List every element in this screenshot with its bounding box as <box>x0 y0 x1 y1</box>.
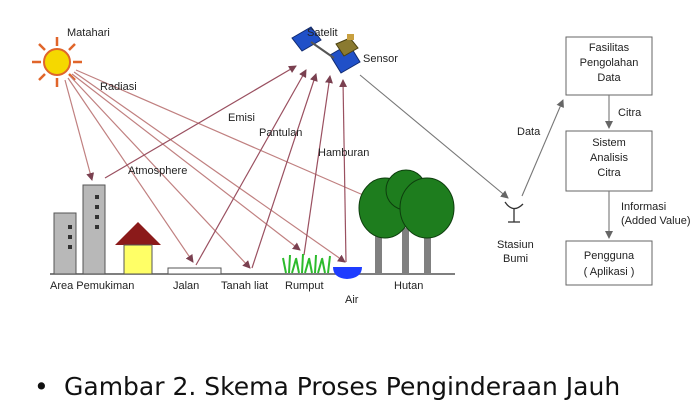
analysis-label-1: Sistem <box>592 137 626 149</box>
grass-label: Rumput <box>285 280 324 292</box>
user-label-1: Pengguna <box>584 250 635 262</box>
caption-text: Gambar 2. Skema Proses Penginderaan Jauh <box>64 372 621 401</box>
return-rays <box>104 65 348 269</box>
ground-station-label-2: Bumi <box>503 253 528 265</box>
water-icon <box>333 267 362 279</box>
reflection-label: Pantulan <box>259 127 302 139</box>
sun-label: Matahari <box>67 27 110 39</box>
atmosphere-label: Atmosphere <box>128 165 187 177</box>
radiation-rays <box>64 69 371 269</box>
processing-label-1: Fasilitas <box>589 42 630 54</box>
satellite-label: Satelit <box>307 27 338 39</box>
settlement-label: Area Pemukiman <box>50 280 134 292</box>
processing-box <box>565 36 653 96</box>
water-label: Air <box>345 294 359 306</box>
sensor-label: Sensor <box>363 53 398 65</box>
image-label: Citra <box>618 107 642 119</box>
user-box <box>565 240 653 286</box>
forest-label: Hutan <box>394 280 423 292</box>
clay-label: Tanah liat <box>221 280 268 292</box>
caption-bullet: • <box>34 372 49 401</box>
antenna-icon <box>504 201 524 223</box>
analysis-label-2: Analisis <box>590 152 628 164</box>
information-label-2: (Added Value) <box>621 215 691 227</box>
forest-icon <box>358 169 455 274</box>
emission-label: Emisi <box>228 112 255 124</box>
scattering-label: Hamburan <box>318 147 369 159</box>
satellite-icon <box>291 26 361 74</box>
data-label: Data <box>517 126 541 138</box>
analysis-box <box>565 130 653 192</box>
figure-caption: • Gambar 2. Skema Proses Penginderaan Jau… <box>34 372 684 408</box>
user-label-2: ( Aplikasi ) <box>584 266 635 278</box>
sun-icon <box>32 37 82 87</box>
radiation-label: Radiasi <box>100 81 137 93</box>
ground-station-label-1: Stasiun <box>497 239 534 251</box>
grass-icon <box>282 253 331 274</box>
information-label-1: Informasi <box>621 201 666 213</box>
processing-label-2: Pengolahan <box>580 57 639 69</box>
downlink-arrow <box>359 74 509 199</box>
analysis-label-3: Citra <box>597 167 621 179</box>
data-arrow <box>521 99 564 197</box>
road-label: Jalan <box>173 280 199 292</box>
processing-label-3: Data <box>597 72 621 84</box>
road-icon <box>167 267 222 275</box>
house-icon <box>115 222 161 275</box>
building-icon <box>53 184 106 275</box>
